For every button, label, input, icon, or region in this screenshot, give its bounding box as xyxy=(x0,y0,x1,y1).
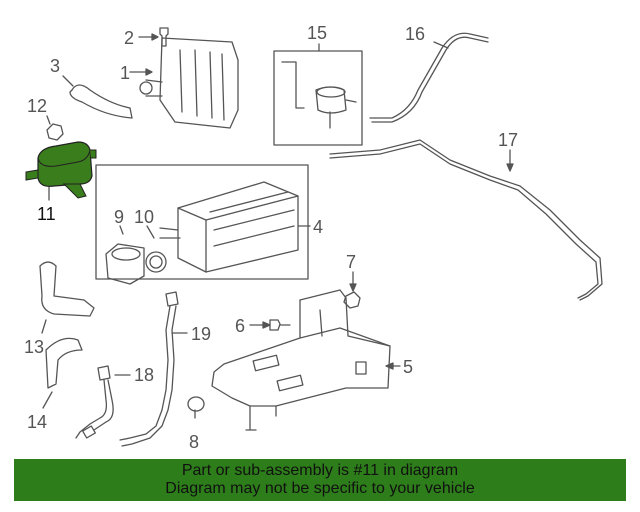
grommet-part-8 xyxy=(187,396,205,412)
callout-1: 1 xyxy=(120,63,131,83)
bolt-part-6 xyxy=(269,319,291,331)
callout-11: 11 xyxy=(37,204,56,224)
nut-part-12 xyxy=(46,123,64,141)
banner-line-1: Part or sub-assembly is #11 in diagram xyxy=(181,462,459,479)
callout-15: 15 xyxy=(307,23,328,43)
hose-part-3 xyxy=(69,84,133,119)
callout-5: 5 xyxy=(403,357,414,377)
callout-4: 4 xyxy=(313,217,324,237)
sensor-part-19 xyxy=(119,291,179,447)
bolt-part-2 xyxy=(159,27,169,47)
callout-9: 9 xyxy=(114,207,125,227)
canister-part-4 xyxy=(159,181,299,273)
callout-12: 12 xyxy=(27,96,48,116)
callout-16: 16 xyxy=(405,24,426,44)
callout-2: 2 xyxy=(124,28,135,48)
hose-part-13 xyxy=(39,261,95,317)
valve-part-15 xyxy=(281,61,357,129)
clip-part-7 xyxy=(343,291,361,309)
callout-8: 8 xyxy=(189,432,200,452)
callout-7: 7 xyxy=(346,252,357,272)
callout-13: 13 xyxy=(24,337,45,357)
canister-top xyxy=(139,37,239,129)
tube-part-17 xyxy=(329,139,603,301)
highlighted-part-11 xyxy=(25,141,97,199)
sensor-part-18 xyxy=(75,365,114,439)
callout-10: 10 xyxy=(134,207,155,227)
filter-part-9 xyxy=(105,243,145,285)
callout-14: 14 xyxy=(27,412,48,432)
oring-part-10 xyxy=(145,251,167,273)
info-banner: Part or sub-assembly is #11 in diagram D… xyxy=(14,459,626,501)
tube-part-16 xyxy=(369,32,489,119)
callout-18: 18 xyxy=(134,365,155,385)
part-4-box xyxy=(95,164,309,280)
banner-line-2: Diagram may not be specific to your vehi… xyxy=(165,480,475,497)
callout-6: 6 xyxy=(235,316,246,336)
callout-17: 17 xyxy=(498,130,519,150)
callout-19: 19 xyxy=(191,324,212,344)
part-15-box xyxy=(273,50,363,146)
bracket-part-5 xyxy=(211,289,391,431)
callout-3: 3 xyxy=(50,56,61,76)
hose-part-14 xyxy=(45,337,83,389)
